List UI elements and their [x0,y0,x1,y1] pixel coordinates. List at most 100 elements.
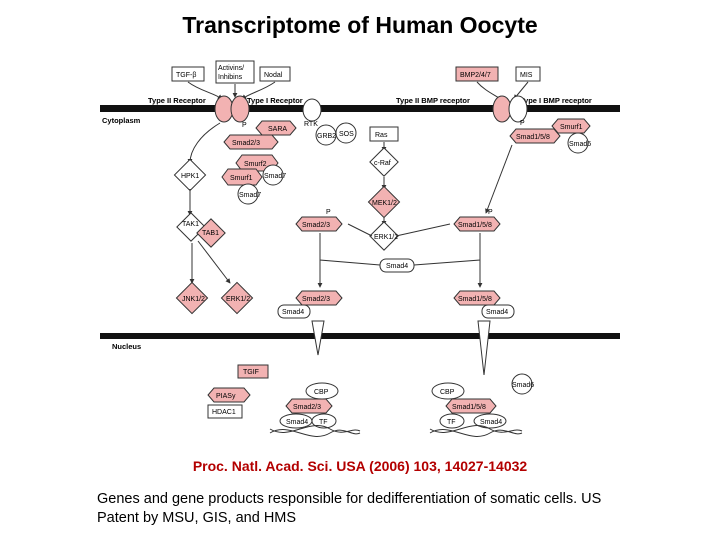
smad4-low-left-label: Smad4 [282,309,304,316]
smad23-top-label: Smad2/3 [232,140,260,147]
tgfb-box [171,66,205,82]
bmp-label: BMP2/4/7 [460,72,491,79]
tgfb-label: TGF-β [176,72,196,79]
nuclear-envelope [100,333,620,339]
smad158-low-label: Smad1/5/8 [458,296,492,303]
smad23-low-label: Smad2/3 [302,296,330,303]
cell-membrane [100,105,620,112]
sos-node [335,122,357,144]
smad7-b-node [237,183,259,205]
ras-node [369,126,399,142]
bmp-box [455,66,499,82]
piasy-label: PIASy [216,393,236,400]
smad4-nuc-right-label: Smad4 [480,419,502,426]
smad7-a-node [262,164,284,186]
smad4-nuc-right-node [473,413,507,429]
signaling-pathway-diagram: Cytoplasm Nucleus Type II Receptor Type … [100,60,620,437]
craf-node [369,147,399,177]
smad23-nuc-node [285,398,333,414]
smurf1-left-node [221,168,263,186]
smad6-top-label: Smad6 [569,141,591,148]
cbp-right-label: CBP [440,389,455,396]
cytoplasm-label: Cytoplasm [102,116,141,125]
mek-node [367,185,401,219]
dna-right [429,425,523,437]
smad7-a-label: Smad7 [264,173,286,180]
type1-bmp-receptor [508,95,528,123]
erk12-left-node [220,281,254,315]
jnk-label: JNK1/2 [182,296,205,303]
smad4-low-left-node [277,304,311,319]
sara-node [255,120,297,136]
tab1-label: TAB1 [202,230,219,237]
page-title: Transcriptome of Human Oocyte [182,12,538,38]
smad158-mid-node [453,216,501,232]
smad6-nuc-label: Smad6 [512,382,534,389]
cbp-right-node [431,382,465,400]
erk12-left-label: ERK1/2 [226,296,250,303]
nodal-label: Nodal [264,72,283,79]
mis-label: MIS [520,72,533,79]
activins-box [215,60,255,84]
p-label-left: P [242,122,247,129]
p-label-right: P [520,120,525,127]
rtk-receptor [302,98,322,122]
hpk1-node [173,158,207,192]
tgif-label: TGIF [243,369,259,376]
description-text: Genes and gene products responsible for … [97,491,602,526]
tf-left-label: TF [319,419,328,426]
erk12-mid-node [369,221,399,251]
smad6-nuc-node [511,373,533,395]
rtk-label: RTK [304,121,318,128]
hdac1-node [207,404,243,419]
p-label-mid-left: P [326,209,331,216]
smad23-mid-label: Smad2/3 [302,222,330,229]
tak1-label: TAK1 [182,221,199,228]
smad158-nuc-label: Smad1/5/8 [452,404,486,411]
p-label-mid-right: P [488,209,493,216]
smad158-nuc-node [445,398,497,414]
reference-citation: Proc. Natl. Acad. Sci. USA (2006) 103, 1… [192,458,528,474]
tab1-node [196,218,226,248]
smad6-top-node [567,132,589,154]
smurf1-right-label: Smurf1 [560,124,583,131]
mek-label: MEK1/2 [372,200,397,207]
nodal-box [259,66,291,82]
smad4-low-right-node [481,304,515,319]
smad7-b-label: Smad7 [239,192,261,199]
hdac1-label: HDAC1 [212,409,236,416]
tf-right-label: TF [447,419,456,426]
smad4-mid-node [379,258,415,273]
sara-label: SARA [268,126,287,133]
ras-label: Ras [375,132,388,139]
smad23-mid-node [295,216,343,232]
type2-bmp-receptor-label: Type II BMP receptor [396,96,470,105]
dna-left [269,425,361,437]
smurf2-label: Smurf2 [244,161,267,168]
smad23-nuc-label: Smad2/3 [293,404,321,411]
smad4-low-right-label: Smad4 [486,309,508,316]
grb2-label: GRB2 [317,133,336,140]
type1-receptor [230,95,250,123]
smad158-mid-label: Smad1/5/8 [458,222,492,229]
type2-receptor [214,95,234,123]
smad4-mid-label: Smad4 [386,263,408,270]
erk12-mid-label: ERK1/2 [374,234,398,241]
type2-bmp-receptor [492,95,512,123]
tgif-node [237,364,269,379]
activins-label-1: Activins/ [218,65,244,72]
nucleus-label: Nucleus [112,342,141,351]
type1-receptor-label: Type I Receptor [247,96,303,105]
piasy-node [207,387,251,403]
type2-receptor-label: Type II Receptor [148,96,206,105]
type1-bmp-receptor-label: Type I BMP receptor [520,96,592,105]
tf-left-node [311,413,337,429]
mis-box [515,66,541,82]
hpk1-label: HPK1 [181,173,199,180]
smad158-top-label: Smad1/5/8 [516,134,550,141]
smad4-nuc-left-label: Smad4 [286,419,308,426]
cbp-left-label: CBP [314,389,329,396]
craf-label: c-Raf [374,160,391,167]
tf-right-node [439,413,465,429]
smurf1-right-node [551,118,591,134]
